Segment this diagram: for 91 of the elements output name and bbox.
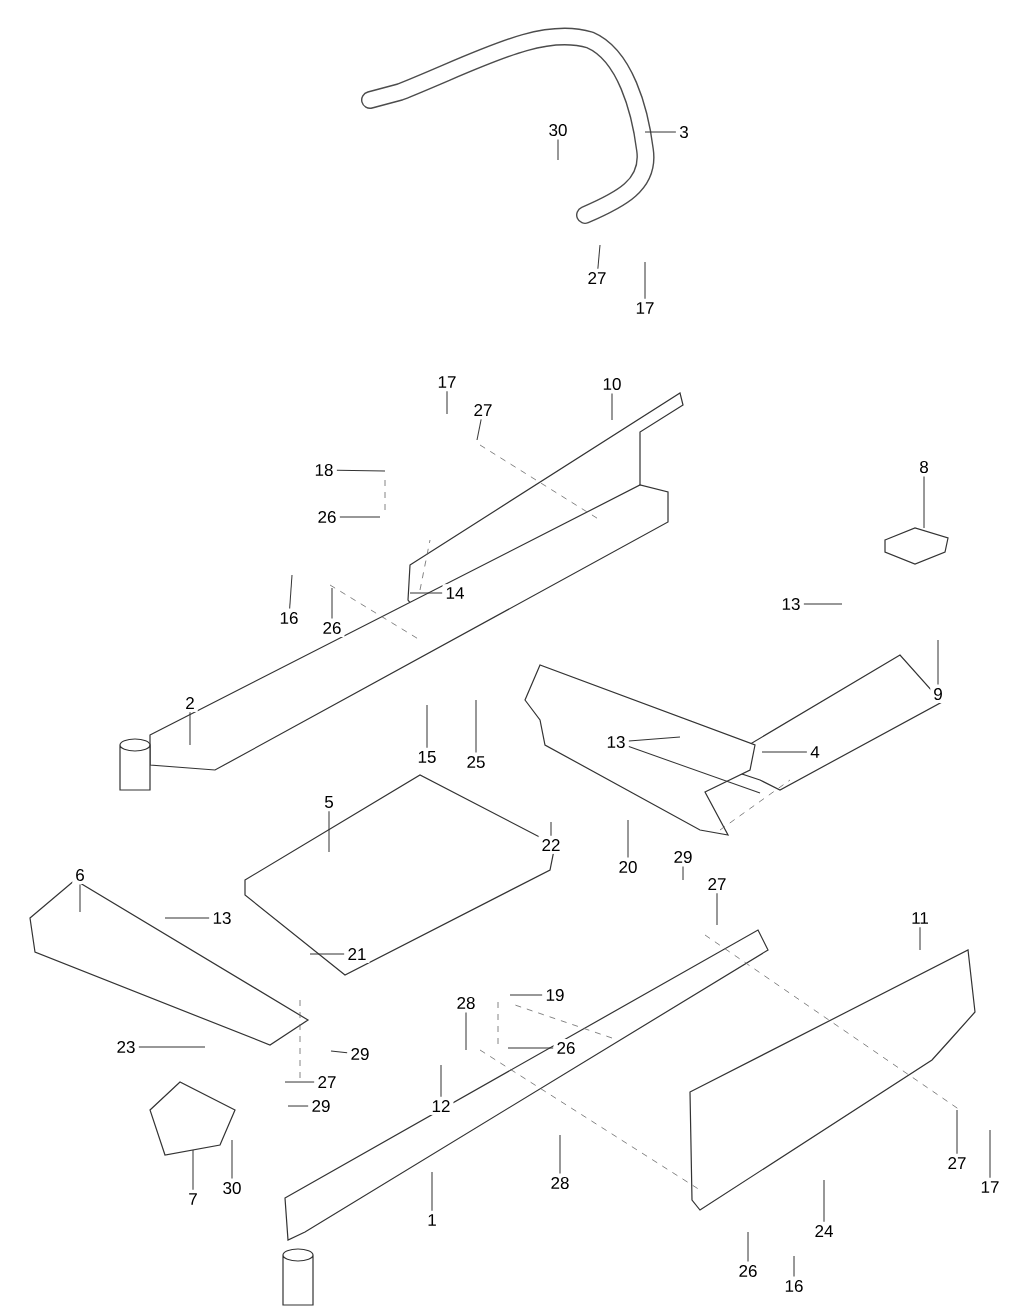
callout-number: 27: [704, 875, 730, 893]
callout-number: 10: [599, 375, 625, 393]
callout-number: 27: [314, 1073, 340, 1091]
leader-line: [597, 244, 601, 270]
leader-line: [747, 1231, 749, 1263]
leader-line: [644, 261, 646, 300]
leader-line: [336, 469, 386, 472]
leader-line: [287, 1105, 309, 1107]
leader-line: [507, 1047, 554, 1049]
leader-line: [644, 131, 677, 133]
callout-number: 19: [542, 986, 568, 1004]
leader-line: [682, 865, 684, 881]
callout-number: 18: [311, 461, 337, 480]
callout-number: 30: [545, 121, 571, 139]
callout-number: 11: [908, 909, 932, 927]
leader-line: [937, 639, 939, 686]
callout-number: 13: [209, 909, 235, 928]
callout-number: 25: [463, 753, 489, 771]
callout-number: 27: [470, 401, 496, 419]
leader-line: [627, 819, 629, 859]
callout-number: 26: [314, 508, 340, 526]
callout-number: 28: [453, 994, 479, 1013]
callout-number: 26: [735, 1262, 761, 1281]
callout-number: 13: [778, 595, 804, 614]
callout-number: 29: [347, 1045, 373, 1064]
leader-line: [431, 1171, 433, 1212]
leader-line: [409, 592, 443, 594]
callout-number: 20: [615, 858, 641, 876]
callout-number: 12: [428, 1097, 454, 1115]
callout-number: 16: [276, 609, 302, 627]
leader-line: [331, 587, 333, 620]
callout-number: 8: [916, 458, 932, 476]
callout-number: 7: [185, 1190, 201, 1208]
leader-line: [628, 736, 681, 742]
callout-number: 27: [584, 269, 610, 287]
leader-line: [339, 516, 381, 518]
leader-line: [440, 1064, 442, 1098]
callout-number: 22: [538, 836, 564, 854]
leader-line: [192, 1149, 194, 1191]
leader-line: [284, 1081, 315, 1083]
leader-line: [509, 994, 543, 996]
callout-number: 1: [424, 1211, 440, 1229]
callout-number: 27: [944, 1154, 970, 1172]
leader-line: [823, 1179, 825, 1223]
callout-number: 14: [442, 584, 468, 602]
leader-line: [550, 821, 552, 837]
callout-number: 4: [807, 743, 823, 761]
leader-line: [919, 926, 921, 951]
leader-line: [989, 1129, 991, 1179]
callout-number: 17: [434, 373, 460, 391]
callout-number: 15: [414, 748, 440, 766]
callout-number: 26: [319, 619, 345, 637]
leader-line: [793, 1255, 795, 1278]
leader-line: [628, 746, 761, 794]
leader-line: [164, 917, 210, 919]
leader-line: [476, 418, 482, 441]
leader-line: [446, 390, 448, 415]
leader-line: [79, 883, 81, 913]
leader-line: [761, 751, 808, 753]
leader-line: [557, 138, 559, 161]
callout-number: 17: [977, 1178, 1003, 1196]
leader-line: [956, 1109, 958, 1155]
leader-line: [189, 711, 191, 746]
leader-line: [716, 892, 718, 926]
leader-line: [559, 1134, 561, 1175]
leader-line: [465, 1011, 467, 1051]
callout-number: 3: [676, 123, 692, 141]
leader-line: [803, 603, 843, 605]
leader-line: [475, 699, 477, 754]
callout-number: 16: [781, 1277, 807, 1296]
callout-number: 29: [670, 848, 696, 867]
leader-line: [309, 953, 345, 955]
leader-line: [138, 1046, 206, 1048]
leader-line: [426, 704, 428, 749]
leader-line: [611, 392, 613, 421]
callout-number: 29: [308, 1097, 334, 1115]
callout-number: 24: [811, 1222, 837, 1240]
leader-line: [231, 1139, 233, 1180]
callout-number: 30: [219, 1179, 245, 1198]
callout-number: 28: [547, 1174, 573, 1193]
leader-line: [289, 574, 293, 610]
callout-number: 21: [344, 945, 370, 963]
callout-number: 17: [632, 299, 658, 317]
callout-number: 2: [182, 694, 198, 712]
callout-number: 5: [321, 793, 337, 811]
leader-line: [330, 1050, 348, 1054]
callout-number: 9: [930, 685, 946, 704]
leader-line: [923, 475, 925, 529]
callout-number: 6: [72, 866, 88, 885]
callout-number: 23: [113, 1038, 139, 1057]
leader-line: [328, 810, 330, 853]
